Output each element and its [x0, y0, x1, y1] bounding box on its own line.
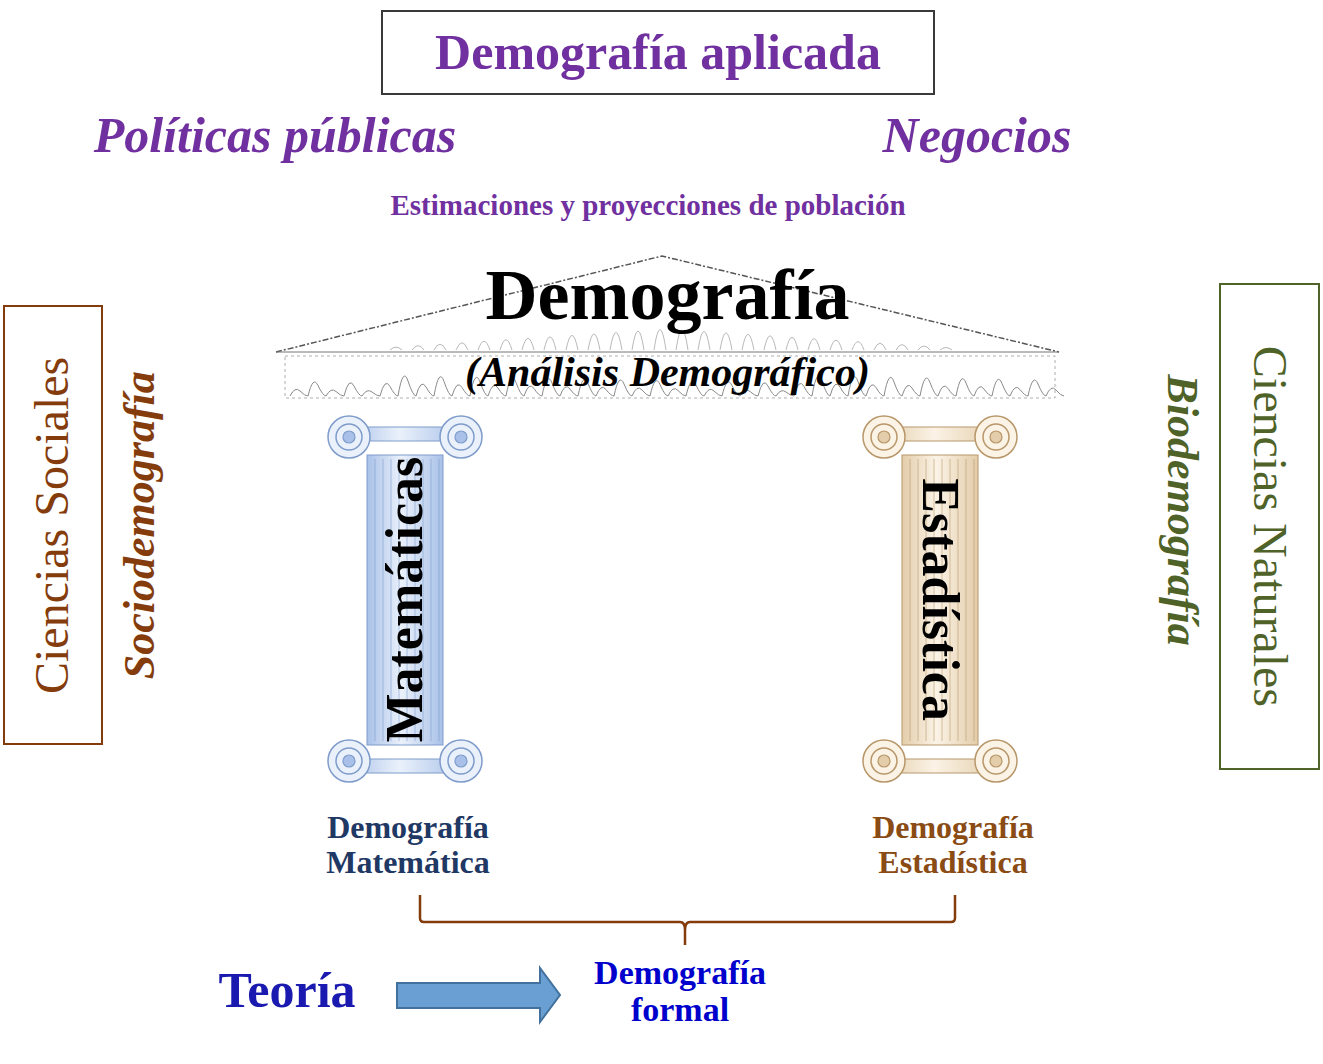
label-holder: Demografía Estadística [838, 810, 1068, 880]
pillar-node: Matemáticas [325, 415, 485, 785]
node-text: Ciencias Sociales [27, 356, 80, 693]
label-holder: Negocios [883, 108, 1072, 163]
branch-label: Demografía Matemática [293, 810, 523, 880]
label-holder: Demografía formal [560, 954, 800, 1029]
node-text: Matemáticas [376, 457, 433, 743]
outlined-box: Ciencias Sociales [3, 305, 103, 745]
pillar-node: Estadística [860, 415, 1020, 785]
subtitle-label: Estimaciones y proyecciones de población [390, 190, 905, 222]
branch-label: Demografía Estadística [838, 810, 1068, 880]
label-holder: Sociodemografía [116, 371, 164, 679]
bracket [420, 895, 955, 945]
branch-label: Biodemografía [1158, 374, 1206, 645]
node-text: Demografía [486, 256, 850, 335]
node-text: Demografía aplicada [435, 25, 881, 80]
category-label: Políticas públicas [94, 108, 457, 163]
theory-label: Teoría [218, 963, 355, 1018]
label-holder: Biodemografía [1158, 375, 1206, 646]
branch-label: Demografía formal [560, 954, 800, 1029]
outlined-box: Demografía aplicada [381, 10, 935, 95]
label-holder: Demografía Matemática [293, 810, 523, 880]
node-text: Estadística [911, 479, 968, 722]
block-arrow [397, 968, 560, 1022]
pediment-node: Demografía (Análisis Demográfico) [270, 250, 1065, 405]
outlined-box: Ciencias Naturales [1219, 283, 1320, 770]
node-text: (Análisis Demográfico) [465, 349, 870, 395]
node-text: Ciencias Naturales [1243, 346, 1296, 707]
branch-label: Sociodemografía [116, 371, 164, 679]
label-holder: Teoría [219, 963, 356, 1018]
category-label: Negocios [883, 108, 1072, 163]
label-holder: Políticas públicas [94, 108, 457, 163]
label-holder: Estimaciones y proyecciones de población [391, 190, 906, 222]
